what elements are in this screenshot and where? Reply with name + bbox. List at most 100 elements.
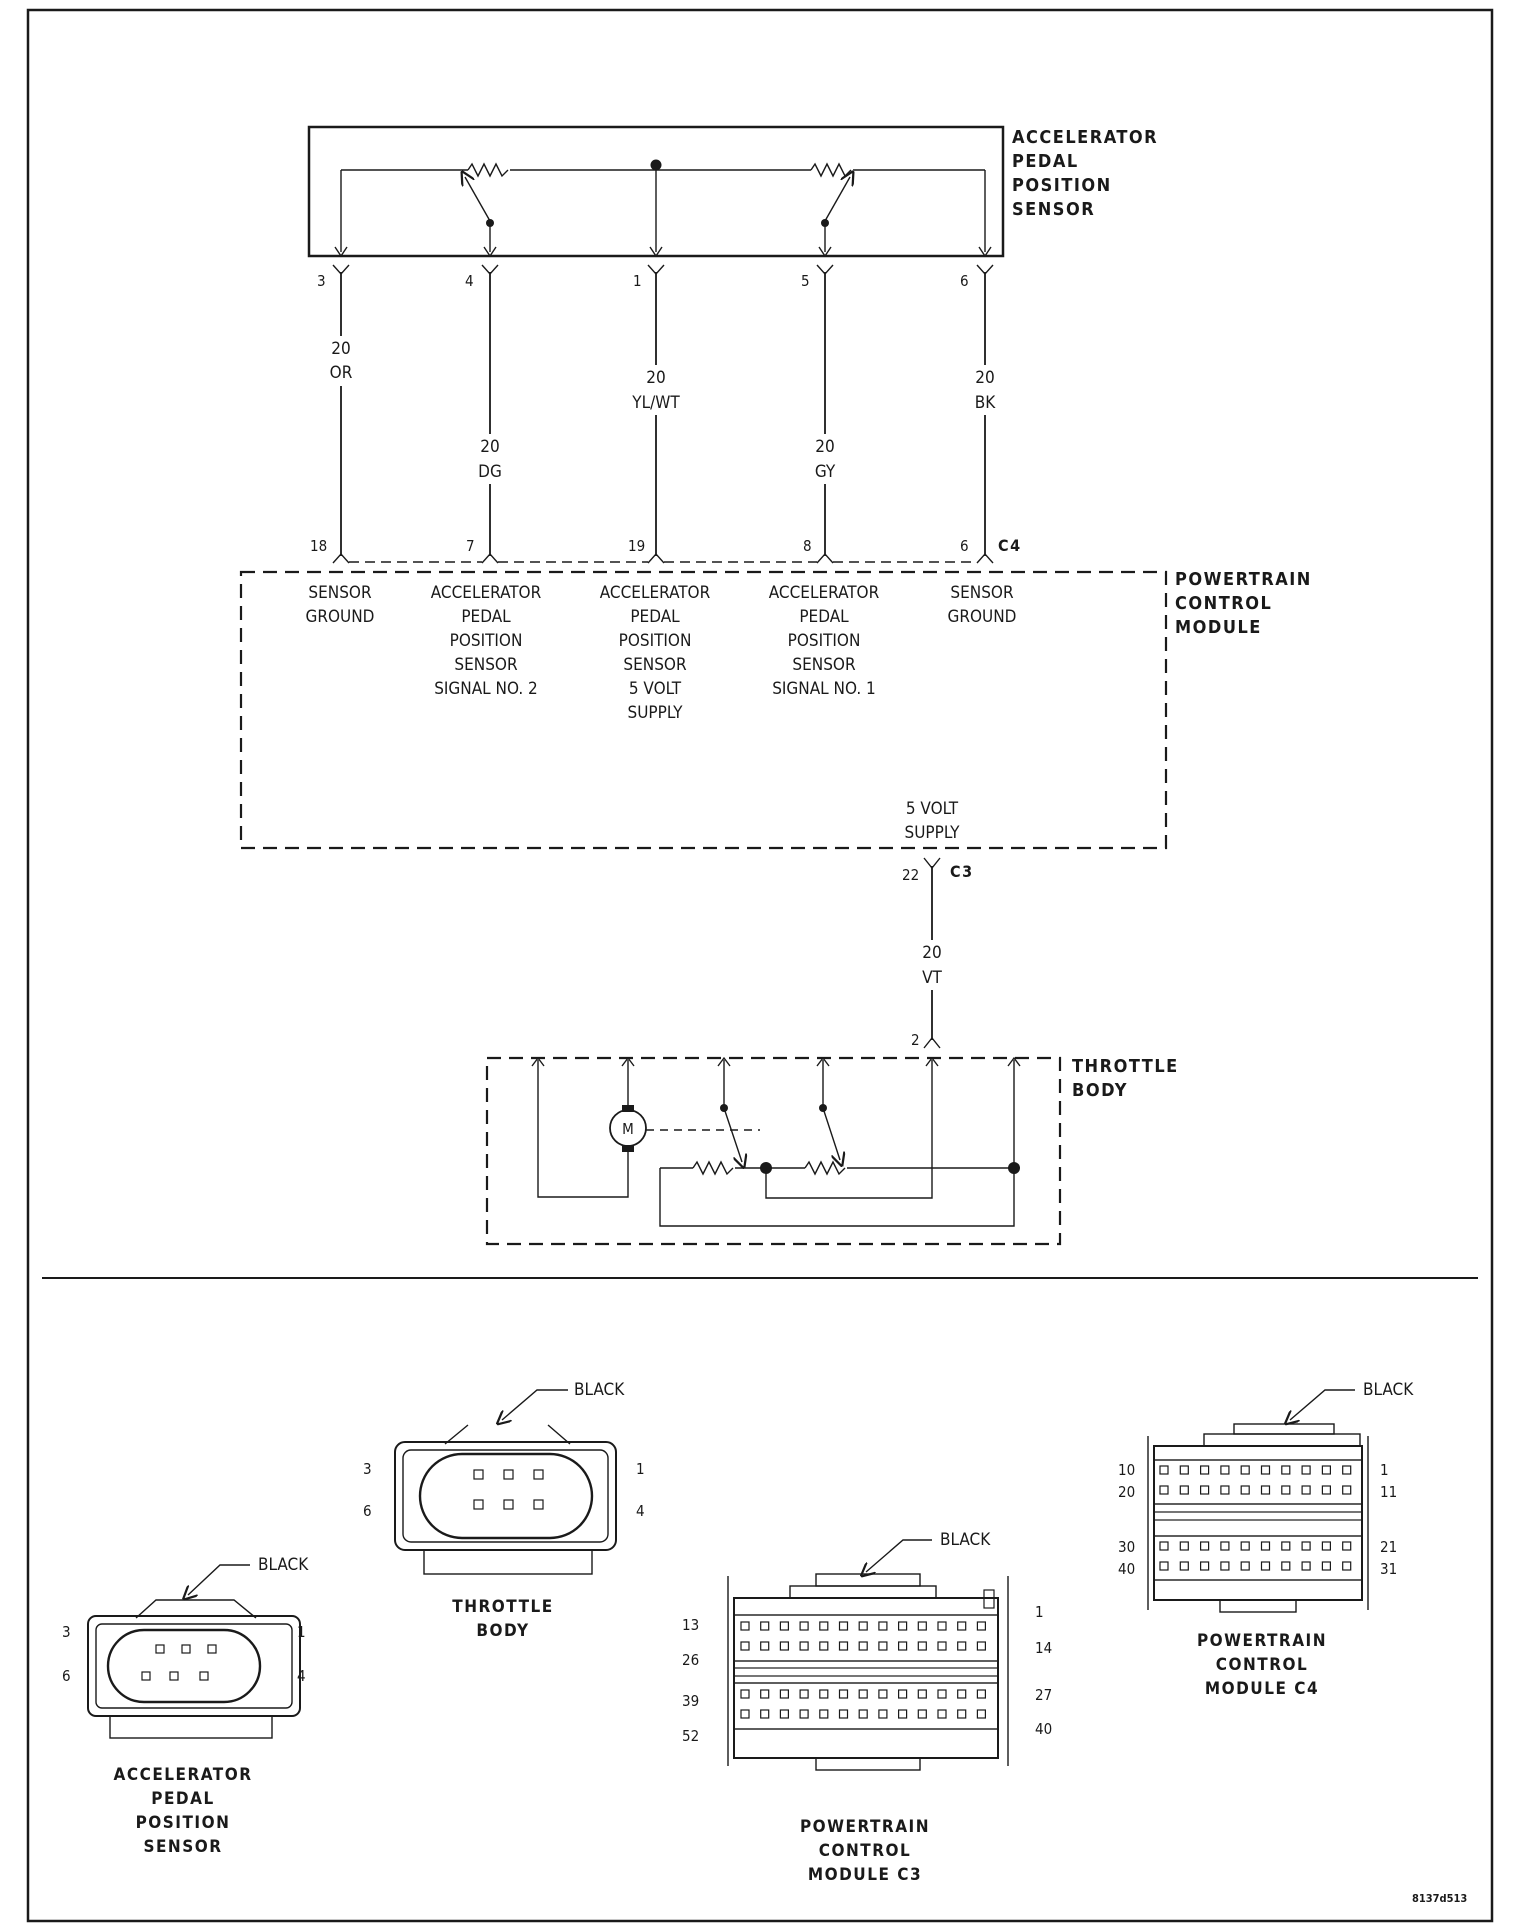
accelerator-pedal-position-sensor	[307, 125, 1005, 258]
svg-text:GROUND: GROUND	[306, 607, 375, 627]
connector-cavity	[917, 1621, 927, 1631]
svg-text:11: 11	[1380, 1483, 1397, 1501]
svg-text:SENSOR: SENSOR	[454, 655, 518, 675]
svg-text:31: 31	[1380, 1560, 1397, 1578]
svg-text:6: 6	[363, 1502, 372, 1520]
pcm-pin-8: 8	[803, 537, 812, 555]
throttle-connector-view: BLACK 3 1 6 4 THROTTLE BODY	[363, 1380, 645, 1641]
connector-cavity	[976, 1641, 987, 1651]
connector-cavity	[937, 1689, 947, 1699]
connector-cavity	[1159, 1465, 1169, 1475]
svg-text:26: 26	[682, 1651, 699, 1669]
throttle-pin-2: 2	[911, 1031, 920, 1049]
apps-pin-1: 1	[633, 272, 642, 290]
connector-cavity	[858, 1689, 868, 1699]
svg-text:13: 13	[682, 1616, 699, 1634]
pcm-c3-connector-view: BLACK 13 1 14 26 27 39 40 52 POWERTRAIN …	[682, 1530, 1052, 1885]
svg-text:1: 1	[297, 1623, 306, 1641]
connector-cavity	[740, 1709, 750, 1719]
svg-text:SENSOR: SENSOR	[623, 655, 687, 675]
svg-text:M: M	[622, 1120, 634, 1138]
connector-cavity	[937, 1641, 947, 1651]
svg-text:1: 1	[636, 1460, 645, 1478]
connector-cavity	[897, 1641, 908, 1651]
svg-text:BK: BK	[975, 393, 996, 413]
svg-text:GROUND: GROUND	[948, 607, 1017, 627]
connector-cavity	[1199, 1561, 1210, 1571]
svg-text:20: 20	[331, 339, 350, 359]
svg-text:THROTTLE: THROTTLE	[1072, 1056, 1179, 1077]
svg-text:40: 40	[1035, 1720, 1052, 1738]
connector-cavity	[1159, 1541, 1169, 1551]
connector-cavity	[1301, 1465, 1311, 1475]
svg-text:POWERTRAIN: POWERTRAIN	[1197, 1631, 1327, 1651]
apps-pin-3: 3	[317, 272, 326, 290]
svg-text:BODY: BODY	[476, 1621, 529, 1641]
svg-text:SENSOR: SENSOR	[308, 583, 372, 603]
connector-cavity	[878, 1621, 888, 1631]
svg-text:ACCELERATOR: ACCELERATOR	[431, 583, 542, 603]
connector-cavity	[917, 1689, 927, 1699]
connector-cavity	[1281, 1465, 1291, 1475]
connector-cavity	[760, 1641, 770, 1651]
svg-text:10: 10	[1118, 1461, 1135, 1479]
connector-cavity	[858, 1641, 868, 1651]
throttle-body	[485, 1056, 1062, 1246]
connector-cavity	[1179, 1485, 1189, 1495]
apps-pin-5: 5	[801, 272, 810, 290]
connector-cavity	[1342, 1465, 1352, 1475]
connector-cavity	[838, 1709, 849, 1719]
svg-text:POSITION: POSITION	[1012, 175, 1112, 196]
svg-text:BLACK: BLACK	[258, 1555, 309, 1575]
svg-text:BLACK: BLACK	[574, 1380, 625, 1400]
svg-text:21: 21	[1380, 1538, 1397, 1556]
pcm-pin-7: 7	[466, 537, 475, 555]
svg-text:POSITION: POSITION	[450, 631, 523, 651]
connector-cavity	[858, 1709, 868, 1719]
svg-text:POSITION: POSITION	[619, 631, 692, 651]
svg-text:20: 20	[815, 437, 834, 457]
svg-text:CONTROL: CONTROL	[819, 1841, 911, 1861]
connector-cavity	[779, 1689, 790, 1699]
powertrain-control-module	[239, 570, 1168, 850]
svg-text:20: 20	[480, 437, 499, 457]
connector-cavity	[779, 1621, 790, 1631]
connector-cavity	[1301, 1541, 1311, 1551]
connector-cavity	[1281, 1485, 1291, 1495]
apps-pin-4: 4	[465, 272, 474, 290]
svg-text:5 VOLT: 5 VOLT	[629, 679, 682, 699]
svg-text:3: 3	[363, 1460, 372, 1478]
svg-text:POWERTRAIN: POWERTRAIN	[1175, 569, 1312, 590]
pcm-pin-functions: SENSOR GROUND ACCELERATOR PEDAL POSITION…	[306, 583, 1017, 843]
connector-cavity	[1301, 1485, 1311, 1495]
connector-cavity	[878, 1709, 888, 1719]
svg-text:1: 1	[1380, 1461, 1389, 1479]
svg-text:DG: DG	[478, 462, 502, 482]
svg-text:SIGNAL NO. 1: SIGNAL NO. 1	[772, 679, 876, 699]
c3-circuit: 20 VT	[917, 857, 949, 1049]
connector-cavity	[897, 1689, 908, 1699]
connector-cavity	[1159, 1561, 1169, 1571]
connector-cavity	[1321, 1465, 1332, 1475]
wire-labels: 20 OR 20 DG 20 YL/WT 20 GY 20 BK	[326, 336, 1003, 484]
connector-c3-label: C3	[950, 862, 974, 881]
connector-cavity	[1199, 1541, 1210, 1551]
svg-text:POSITION: POSITION	[788, 631, 861, 651]
connector-cavity	[878, 1641, 888, 1651]
svg-text:52: 52	[682, 1727, 699, 1745]
connector-cavity	[1240, 1541, 1250, 1551]
connector-cavity	[1240, 1561, 1250, 1571]
svg-text:PEDAL: PEDAL	[799, 607, 849, 627]
connector-cavity	[937, 1621, 947, 1631]
svg-text:20: 20	[922, 943, 941, 963]
throttle-internal-circuit: M	[531, 1056, 1021, 1227]
svg-text:1: 1	[1035, 1603, 1044, 1621]
connector-cavity	[1260, 1561, 1271, 1571]
connector-cavity	[897, 1709, 908, 1719]
svg-text:SIGNAL NO. 2: SIGNAL NO. 2	[434, 679, 538, 699]
connector-cavity	[779, 1709, 790, 1719]
svg-text:GY: GY	[815, 462, 836, 482]
pcm-pin-6: 6	[960, 537, 969, 555]
connector-cavity	[799, 1641, 809, 1651]
